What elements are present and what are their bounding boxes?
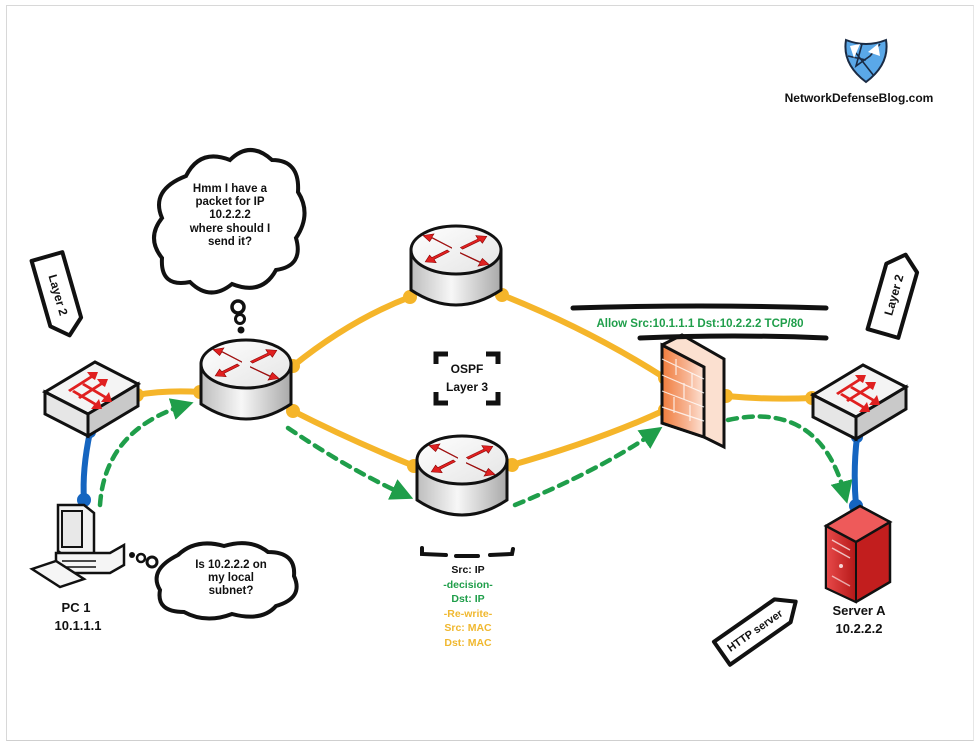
firewall-rule-banner: Allow Src:10.1.1.1 Dst:10.2.2.2 TCP/80 <box>570 303 829 341</box>
router-top[interactable] <box>411 226 501 305</box>
link-switch-router <box>134 388 203 398</box>
firewall-rule-text: Allow Src:10.1.1.1 Dst:10.2.2.2 TCP/80 <box>596 318 803 330</box>
packet-flow <box>97 398 853 508</box>
desktop-pc-icon[interactable] <box>29 503 126 589</box>
server-a-ip: 10.2.2.2 <box>836 621 883 636</box>
switch-left[interactable] <box>43 360 140 438</box>
link-firewall-switch <box>723 393 815 402</box>
link-bottom-firewall <box>509 407 668 468</box>
note-src-ip: Src: IP <box>451 564 485 576</box>
note-dst-ip: Dst: IP <box>451 593 485 605</box>
layer2-tag-right: Layer 2 <box>865 252 920 340</box>
router-bottom[interactable] <box>417 436 507 515</box>
note-rewrite: -Re-write- <box>443 607 493 620</box>
pc1-ip: 10.1.1.1 <box>55 618 102 633</box>
router-thought-text: Hmm I have a packet for IP 10.2.2.2 wher… <box>189 183 271 248</box>
pc-thought-bubble <box>129 541 299 621</box>
router-note: Src: IP -decision- Dst: IP -Re-write- Sr… <box>408 563 528 650</box>
switch-right[interactable] <box>811 363 908 441</box>
router-thought-bubble <box>152 148 307 334</box>
pc1-name: PC 1 <box>62 600 91 615</box>
shield-icon <box>844 38 888 84</box>
link-router-bottom <box>290 408 417 469</box>
http-server-tag: HTTP server <box>711 597 798 667</box>
site-brand: NetworkDefenseBlog.com <box>785 91 934 105</box>
ospf-line2: Layer 3 <box>446 380 488 394</box>
note-decision: -decision- <box>443 578 493 591</box>
server-icon[interactable] <box>823 504 893 604</box>
ospf-label-box <box>433 351 501 406</box>
ospf-line1: OSPF <box>451 362 484 376</box>
link-router-top <box>290 294 413 369</box>
diagram-frame <box>6 5 974 741</box>
link-top-firewall <box>499 292 668 381</box>
firewall-icon[interactable] <box>660 333 726 450</box>
pc-thought-text: Is 10.2.2.2 on my local subnet? <box>195 559 267 598</box>
note-src-mac: Src: MAC <box>444 622 492 634</box>
router-note-bracket <box>420 546 515 558</box>
server-a-name: Server A <box>833 603 887 618</box>
router-edge[interactable] <box>201 340 291 419</box>
layer2-tag-left: Layer 2 <box>29 250 84 338</box>
note-dst-mac: Dst: MAC <box>444 636 492 649</box>
